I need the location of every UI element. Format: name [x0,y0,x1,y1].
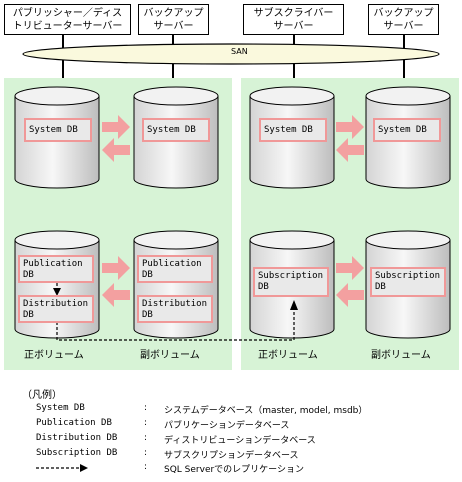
server-label-line2: トリビューターサーバー [12,21,123,32]
legend-title: （凡例） [22,390,62,401]
backup-server-2: バックアップ サーバー [368,4,439,35]
server-label-line1: バックアップ [373,8,434,19]
backup-server-1: バックアップ サーバー [138,4,209,35]
legend-colon: : [144,403,148,413]
system-db-right-secondary: System DB [373,118,441,142]
arrow-right-right-top [336,115,364,139]
distribution-db-primary: Distribution DB [18,295,94,323]
server-label-line2: サーバー [273,21,314,32]
mirror-arrows [102,115,364,307]
storage-diagram [14,86,451,341]
legend-colon: : [144,462,148,472]
legend-replication-arrow [36,464,88,472]
legend-colon: : [144,418,148,428]
publisher-distributor-server: パブリッシャー／ディス トリビューターサーバー [4,4,131,35]
legend-colon: : [144,433,148,443]
legend-term: System DB [36,403,85,413]
arrow-right-right-bottom [336,256,364,280]
system-db-left-primary: System DB [24,118,92,142]
primary-volume-label-left: 正ボリューム [24,350,84,361]
legend-desc: ディストリビューションデータベース [164,436,316,446]
server-label-line1: サブスクライバー [253,8,334,19]
arrow-left-right-top [336,138,364,162]
publication-db-secondary: Publication DB [137,255,213,283]
subscription-db-secondary: Subscription DB [370,267,446,297]
server-label-line1: パブリッシャー／ディス [12,8,123,19]
server-label-line1: バックアップ [143,8,204,19]
replication-arrowhead-up [290,300,298,310]
secondary-volume-label-right: 副ボリューム [371,350,431,361]
legend-desc: サブスクリプションデータベース [164,451,299,461]
san-label: SAN [231,47,248,56]
subscriber-server: サブスクライバー サーバー [243,4,344,35]
publication-db-primary: Publication DB [18,255,94,283]
legend-desc: SQL Serverでのレプリケーション [164,465,305,475]
arrow-right-left-top [102,115,130,139]
legend-term: Publication DB [36,418,112,428]
replication-arrowhead-down [53,288,61,296]
distribution-db-secondary: Distribution DB [137,295,213,323]
system-db-right-primary: System DB [259,118,327,142]
secondary-volume-label-left: 副ボリューム [140,350,200,361]
server-label-line2: サーバー [153,21,194,32]
legend-desc: システムデータベース（master, model, msdb） [164,406,368,416]
server-label-line2: サーバー [383,21,424,32]
arrow-left-left-top [102,138,130,162]
subscription-db-primary: Subscription DB [253,267,329,297]
arrow-left-right-bottom [336,283,364,307]
san-ellipse [22,43,440,65]
legend-term: Distribution DB [36,433,118,443]
legend-term: Subscription DB [36,448,118,458]
system-db-left-secondary: System DB [142,118,210,142]
legend-desc: パブリケーションデータベース [164,421,290,431]
legend-colon: : [144,448,148,458]
arrow-left-left-bottom [102,283,130,307]
arrow-right-left-bottom [102,256,130,280]
primary-volume-label-right: 正ボリューム [258,350,318,361]
